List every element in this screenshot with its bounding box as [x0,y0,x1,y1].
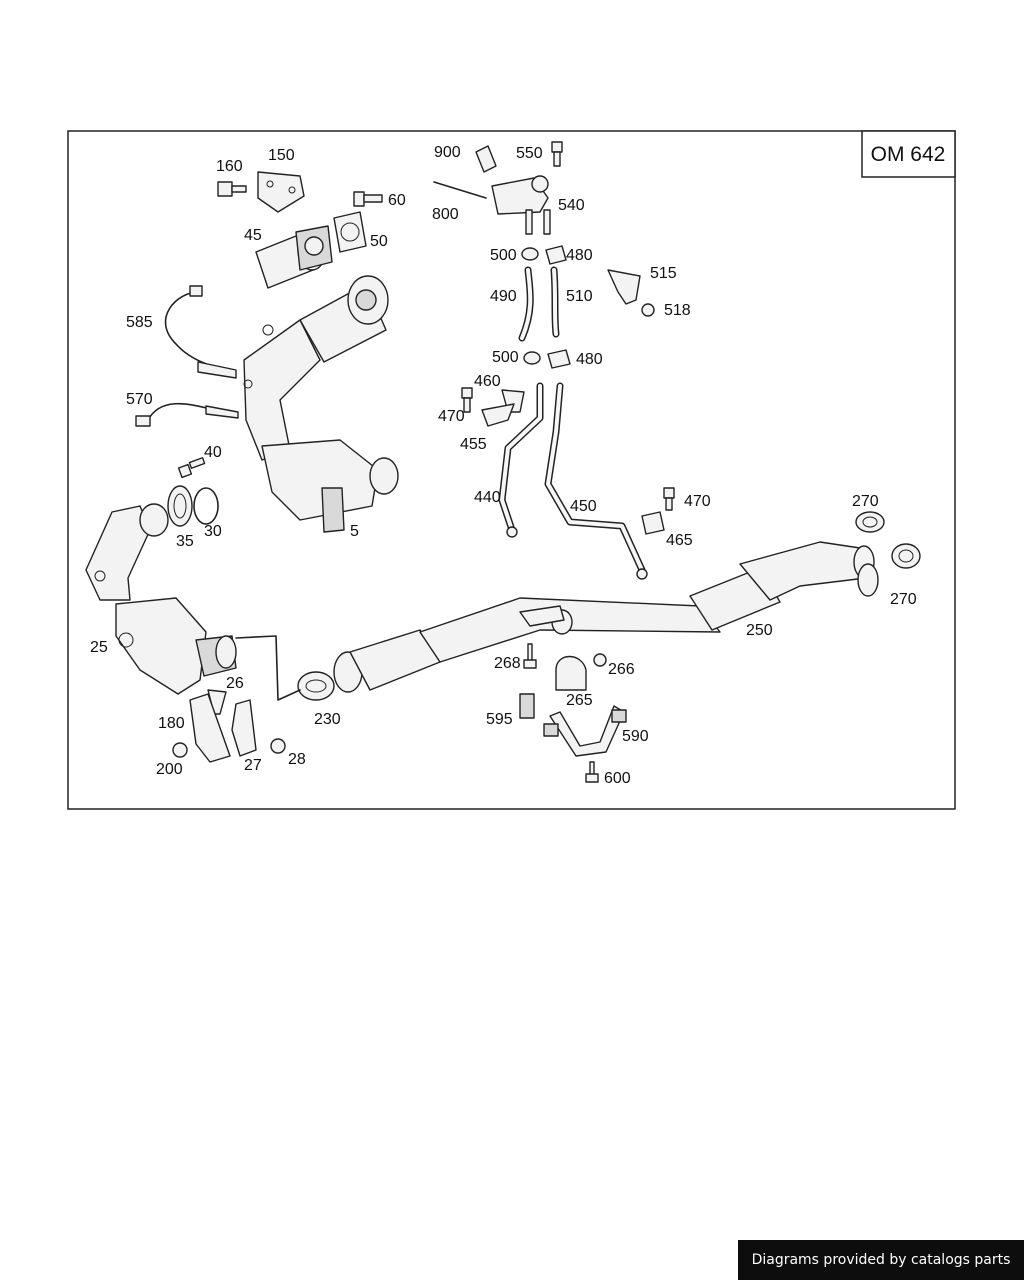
label-p450: 450 [570,498,597,515]
label-p480b: 480 [576,351,603,368]
engine-code-box [861,130,956,178]
part-28-nut[interactable] [270,738,286,754]
part-500-clamp-lower[interactable] [523,351,541,365]
part-800-wire[interactable] [433,181,487,199]
label-p900: 900 [434,144,461,161]
label-p515: 515 [650,265,677,282]
label-p30: 30 [204,523,222,540]
label-p800: 800 [432,206,459,223]
part-550-screw[interactable] [551,141,563,167]
part-450-pressure-line[interactable] [544,382,648,580]
part-480-clamp-upper[interactable] [545,245,567,265]
label-p500b: 500 [492,349,519,366]
part-45-pipe-section[interactable] [255,225,333,289]
part-570-exhaust-sensor[interactable] [135,402,239,427]
label-p590: 590 [622,728,649,745]
label-p60: 60 [388,192,406,209]
label-p540: 540 [558,197,585,214]
label-p460: 460 [474,373,501,390]
label-p28: 28 [288,751,306,768]
label-p266: 266 [608,661,635,678]
label-p600: 600 [604,770,631,787]
part-266-nut[interactable] [593,653,607,667]
label-p465: 465 [666,532,693,549]
part-25-catalytic-converter[interactable] [85,503,237,695]
label-p45: 45 [244,227,262,244]
part-60-bolt[interactable] [353,191,383,207]
label-p510: 510 [566,288,593,305]
label-p50: 50 [370,233,388,250]
part-250-main-exhaust-pipe[interactable] [333,541,879,693]
part-35-clamp[interactable] [167,485,193,527]
label-p570: 570 [126,391,153,408]
part-labels: 160 150 60 45 50 585 570 40 35 30 5 25 2… [90,144,917,787]
label-p518: 518 [664,302,691,319]
part-465-bracket[interactable] [641,511,665,535]
part-455-bracket[interactable] [481,403,515,427]
label-p5: 5 [350,523,359,540]
part-510-hose[interactable] [550,266,560,338]
part-595-rubber-hanger[interactable] [519,693,535,719]
label-p270a: 270 [852,493,879,510]
label-p40: 40 [204,444,222,461]
part-270-clamp-lower[interactable] [891,543,921,569]
label-p230: 230 [314,711,341,728]
part-270-clamp-upper[interactable] [855,511,885,533]
part-200-nut[interactable] [172,742,188,758]
part-230-clamp[interactable] [235,635,335,701]
label-p26: 26 [226,675,244,692]
part-27-bracket[interactable] [231,699,257,757]
label-p180: 180 [158,715,185,732]
engine-code-label: OM 642 [871,143,946,166]
label-p470b: 470 [684,493,711,510]
diagram-frame [67,130,956,810]
label-p150: 150 [268,147,295,164]
label-p270b: 270 [890,591,917,608]
part-470-bolt-lower[interactable] [663,487,675,511]
label-p455: 455 [460,436,487,453]
label-p490: 490 [490,288,517,305]
label-p35: 35 [176,533,194,550]
part-30-seal-ring[interactable] [193,487,219,525]
label-p27: 27 [244,757,262,774]
part-180-bracket[interactable] [189,693,231,763]
part-268-bolt[interactable] [523,643,537,669]
part-265-rubber-mount[interactable] [555,655,587,691]
part-518-nut[interactable] [641,303,655,317]
label-p268: 268 [494,655,521,672]
part-150-bracket[interactable] [257,171,305,213]
label-p585: 585 [126,314,153,331]
label-p480a: 480 [566,247,593,264]
part-515-holder[interactable] [607,269,641,305]
part-585-exhaust-sensor[interactable] [164,285,237,379]
part-900-connector[interactable] [475,145,497,173]
part-470-bolt-upper[interactable] [461,387,473,413]
label-p595: 595 [486,711,513,728]
part-500-clamp-upper[interactable] [521,247,539,261]
footer-credit: Diagrams provided by catalogs parts [738,1240,1024,1280]
label-p470a: 470 [438,408,465,425]
label-p25: 25 [90,639,108,656]
label-p200: 200 [156,761,183,778]
part-600-bolt[interactable] [585,761,599,783]
label-p440: 440 [474,489,501,506]
part-490-hose[interactable] [518,266,534,342]
part-590-hanger-bracket[interactable] [543,705,627,757]
part-480-clamp-lower[interactable] [547,349,571,369]
part-5-particulate-filter[interactable] [243,275,399,533]
part-440-pressure-line[interactable] [498,382,544,538]
part-50-gasket[interactable] [333,211,367,253]
label-p550: 550 [516,145,543,162]
label-p160: 160 [216,158,243,175]
part-540-pressure-sensor[interactable] [491,175,551,235]
label-p500a: 500 [490,247,517,264]
part-40-bolt[interactable] [177,457,206,479]
label-p250: 250 [746,622,773,639]
label-p265: 265 [566,692,593,709]
part-160-bolt[interactable] [217,181,247,197]
